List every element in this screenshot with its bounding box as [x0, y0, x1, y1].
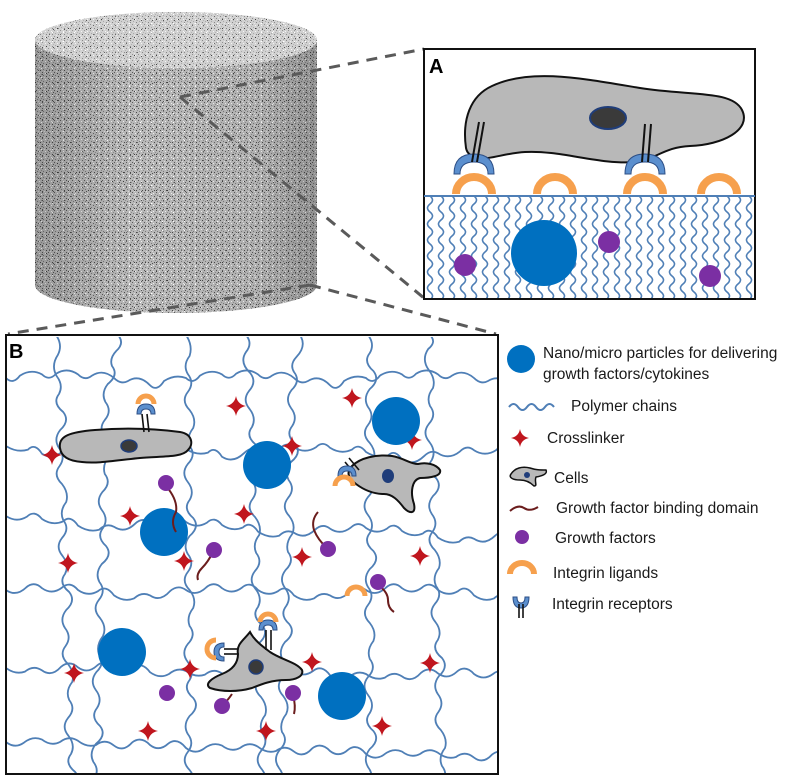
legend-crosslinker: Crosslinker [547, 430, 625, 447]
bound-growth-factor [196, 542, 222, 581]
ligand-icon [507, 560, 537, 575]
polymer-chain [437, 196, 445, 298]
polymer-chain [635, 196, 643, 298]
cell-nucleus-icon [524, 472, 530, 478]
polymer-chain [90, 337, 122, 773]
crosslinker-icon [511, 429, 529, 447]
legend-item-crosslinker: Crosslinker [511, 429, 625, 447]
polymer-chain [363, 337, 378, 773]
growth-factor [159, 685, 175, 701]
legend: Nano/micro particles for delivering grow… [507, 345, 777, 618]
legend-item-binding-domain: Growth factor binding domain [509, 500, 758, 517]
ligand-icon [697, 173, 741, 195]
binding-domain-icon [509, 505, 539, 512]
panel-b-particles [98, 397, 420, 720]
legend-binding-domain: Growth factor binding domain [556, 500, 758, 517]
panel-b-cell [58, 393, 193, 464]
polymer-chain [745, 196, 753, 298]
legend-ligands: Integrin ligands [553, 565, 658, 582]
panel-a-nucleus [589, 106, 627, 130]
legend-item-cells: Cells [509, 466, 589, 487]
panel-a-growth-factor [454, 254, 476, 276]
polymer-chain [679, 196, 687, 298]
particle [98, 628, 146, 676]
legend-item-polymer: Polymer chains [508, 398, 677, 415]
panel-b-cell [204, 611, 304, 692]
legend-particles-line2: growth factors/cytokines [543, 366, 710, 383]
panel-a: A [423, 48, 756, 300]
bound-growth-factor [214, 693, 233, 714]
panel-b: B [5, 334, 499, 775]
panel-a-receptor [453, 121, 495, 175]
legend-cells: Cells [554, 470, 589, 487]
ligand-icon [452, 173, 496, 195]
polymer-chain [459, 196, 467, 298]
polymer-chain [448, 196, 456, 298]
panel-a-label: A [429, 56, 443, 78]
bound-growth-factor [370, 574, 395, 613]
particle [372, 397, 420, 445]
panel-b-cell [332, 454, 442, 514]
panel-a-growth-factor [598, 231, 620, 253]
polymer-chain [591, 196, 599, 298]
panel-a-particle [511, 220, 577, 286]
legend-particles-line1: Nano/micro particles for delivering [543, 345, 777, 362]
polymer-chain [7, 583, 497, 601]
polymer-chain-icon [508, 403, 555, 411]
polymer-chain [657, 196, 665, 298]
bound-growth-factor [158, 475, 178, 533]
legend-item-growth-factors: Growth factors [515, 530, 656, 547]
hydrogel-cylinder [35, 12, 317, 313]
polymer-chain [624, 196, 632, 298]
polymer-chain [646, 196, 654, 298]
polymer-chain [690, 196, 698, 298]
growth-factor-icon [515, 530, 529, 544]
panel-a-growth-factor [699, 265, 721, 287]
polymer-chain [7, 369, 497, 389]
particle [243, 441, 291, 489]
polymer-chain [7, 737, 497, 762]
polymer-chain [7, 512, 497, 544]
polymer-chain [481, 196, 489, 298]
free-ligand-icon [344, 584, 368, 597]
legend-item-receptors: Integrin receptors [512, 596, 673, 618]
ligand-icon [623, 173, 667, 195]
polymer-chain [668, 196, 676, 298]
zoom-guides [7, 47, 497, 336]
bound-growth-factor [312, 511, 336, 557]
polymer-chain [580, 196, 588, 298]
panel-b-label: B [9, 341, 23, 363]
polymer-chain [275, 337, 304, 773]
polymer-chain [470, 196, 478, 298]
polymer-chain [492, 196, 500, 298]
polymer-chain [426, 196, 434, 298]
polymer-chain [423, 337, 447, 773]
polymer-chain [183, 337, 197, 773]
particle [140, 508, 188, 556]
bound-growth-factor [285, 685, 301, 715]
legend-polymer: Polymer chains [571, 398, 677, 415]
legend-item-particles: Nano/micro particles for delivering grow… [507, 345, 777, 383]
panel-a-ligands [452, 173, 741, 195]
polymer-chain [503, 196, 511, 298]
polymer-chain [242, 337, 267, 773]
particle-icon [507, 345, 535, 373]
polymer-chain [723, 196, 731, 298]
legend-growth-factors: Growth factors [555, 530, 656, 547]
polymer-chain [613, 196, 621, 298]
particle [318, 672, 366, 720]
panel-b-growth-factors [158, 475, 395, 715]
ligand-icon [533, 173, 577, 195]
panel-a-receptor [624, 123, 666, 175]
polymer-chain [734, 196, 742, 298]
legend-item-ligands: Integrin ligands [507, 560, 658, 582]
legend-receptors: Integrin receptors [552, 596, 673, 613]
receptor-icon [512, 596, 530, 609]
